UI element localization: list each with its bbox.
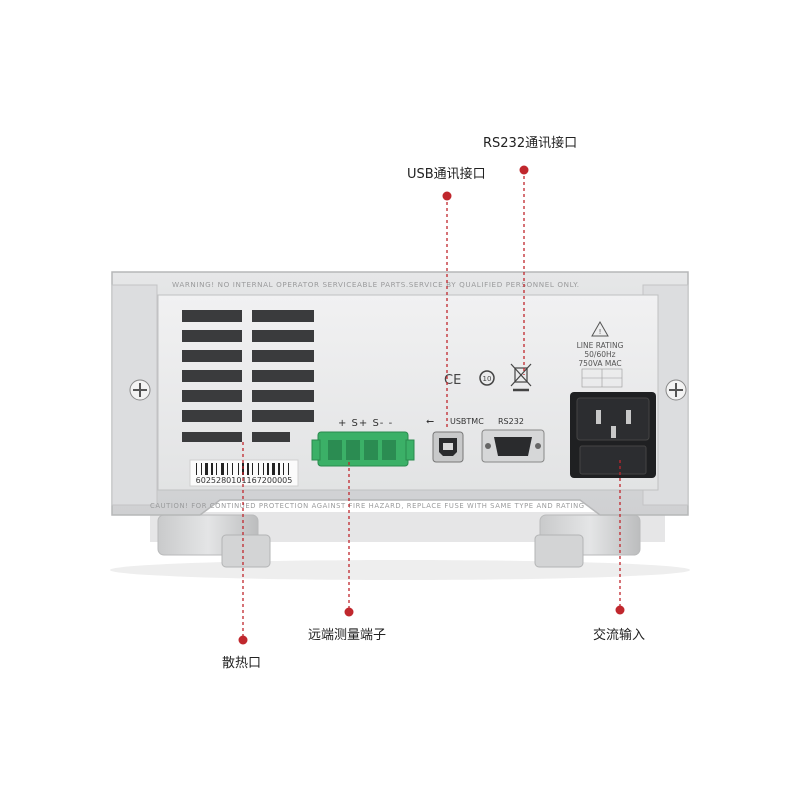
svg-text:10: 10 [483,375,492,383]
callout-rs232: RS232通讯接口 [483,136,578,151]
rs232-port: RS232 [481,417,545,463]
callout-usb: USB通讯接口 [407,167,486,182]
line-rating-freq: 50/60Hz [584,350,615,359]
device-shadow [110,560,690,580]
screw-icon [129,379,151,401]
usb-label: USBTMC [450,417,484,426]
heat-vent [182,310,314,442]
ac-inlet [570,392,656,478]
line-rating-power: 750VA MAC [578,359,621,368]
rs232-label: RS232 [498,417,524,426]
line-rating-label: ! LINE RATING 50/60Hz 750VA MAC [577,320,624,388]
callout-leaders [242,170,621,636]
callout-ac-input: 交流输入 [593,628,646,643]
caution-text: CAUTION! FOR CONTINUED PROTECTION AGAINS… [150,502,585,510]
usb-icon: ⭠ [426,416,434,427]
callout-dots [238,165,625,645]
terminal-labels: + S+ S- - [338,418,393,429]
ce-mark: CE [444,373,461,388]
remote-sense-terminal: + S+ S- - [311,418,415,467]
svg-text:!: ! [599,328,602,336]
device-base [150,512,665,568]
callout-remote-sense: 远端测量端子 [308,628,387,643]
barcode-number: 6025280101167200005 [196,476,293,485]
callout-heat-vent: 散热口 [222,656,262,671]
line-rating-title: LINE RATING [577,341,624,350]
warning-text: WARNING! NO INTERNAL OPERATOR SERVICEABL… [172,280,580,289]
barcode-sticker: 6025280101167200005 [189,459,299,487]
usb-port: ⭠ USBTMC [426,416,484,463]
rohs-icon: 10 [479,370,495,386]
weee-bin-icon [510,363,532,392]
screw-icon [665,379,687,401]
